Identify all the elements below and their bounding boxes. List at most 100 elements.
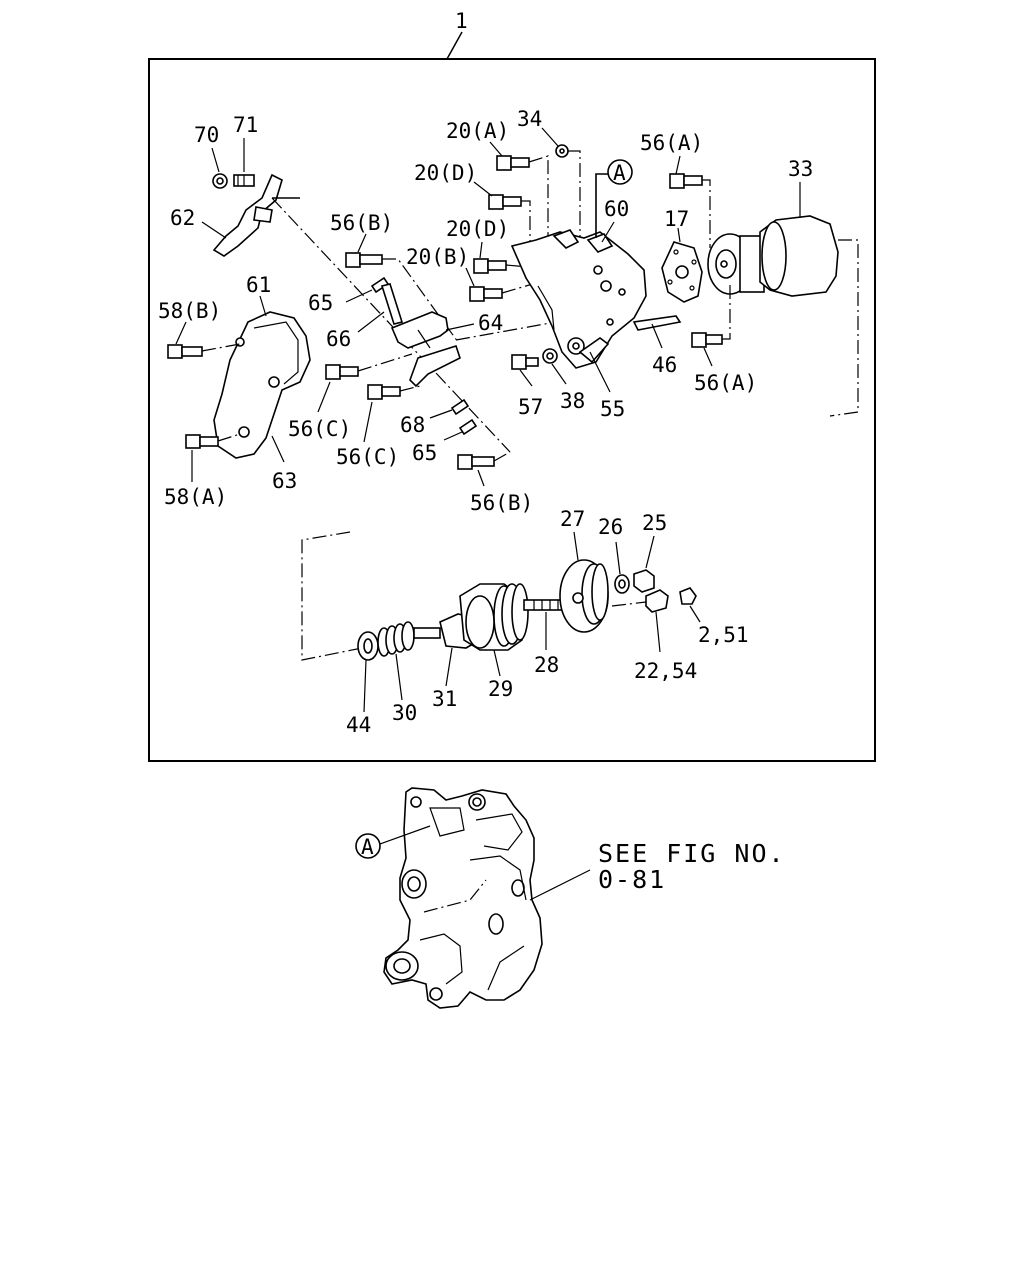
guide-64 [455, 321, 557, 341]
screw-20a [496, 155, 530, 171]
piston-29 [459, 583, 529, 651]
assembly-leader [446, 31, 463, 60]
diaphragm-33 [707, 215, 839, 297]
label-22-54: 22,54 [634, 659, 697, 683]
label-2-51: 2,51 [698, 623, 749, 647]
label-56b-top: 56(B) [330, 211, 393, 235]
guide-20a [528, 155, 549, 248]
label-56a-top: 56(A) [640, 131, 703, 155]
rod-28 [523, 599, 569, 611]
leader-68 [429, 409, 453, 419]
bolt-56a-top [669, 173, 703, 189]
bolt-56c-1 [325, 364, 359, 380]
leader-66 [357, 311, 385, 333]
pin-46 [632, 315, 682, 331]
cover-61 [213, 311, 311, 459]
leader-65-bottom [443, 431, 463, 441]
svg-text:A: A [613, 161, 626, 185]
label-63: 63 [272, 469, 297, 493]
right-connector [829, 239, 859, 417]
washer-26 [614, 574, 630, 594]
screw-71 [233, 174, 255, 187]
guide-bracket [271, 197, 511, 453]
label-30: 30 [392, 701, 417, 725]
leader-62 [201, 221, 227, 239]
label-58b: 58(B) [158, 299, 221, 323]
bolt-58a [185, 434, 219, 449]
clip-34 [555, 144, 569, 158]
spring-65-bottom [458, 418, 478, 436]
leader-57 [519, 369, 533, 387]
leader-2-51 [689, 605, 701, 623]
label-56c-1: 56(C) [288, 417, 351, 441]
leader-27 [573, 531, 579, 561]
cap-2-51 [679, 587, 697, 605]
label-66: 66 [326, 327, 351, 351]
leader-25 [645, 535, 655, 569]
callout-a-bottom: A [355, 825, 431, 859]
guide-56a-bottom [722, 284, 731, 340]
leader-56b-bottom [477, 469, 485, 487]
ring-44 [357, 631, 379, 661]
pin-66 [380, 283, 404, 325]
left-connector [301, 531, 363, 661]
pin-68 [450, 398, 470, 416]
leader-56c-2 [363, 401, 373, 443]
guide-56b-bottom [493, 451, 511, 462]
nut-70 [212, 173, 228, 189]
label-62: 62 [170, 206, 195, 230]
leader-30 [395, 653, 403, 701]
label-57: 57 [518, 395, 543, 419]
leader-46 [651, 323, 663, 349]
washer-38 [542, 348, 558, 364]
leader-44 [363, 659, 367, 713]
bolt-56c-2 [367, 384, 401, 400]
leader-61 [259, 295, 267, 317]
label-60: 60 [604, 197, 629, 221]
bolt-56b-top [345, 252, 383, 268]
label-70: 70 [194, 123, 219, 147]
guide-58b [201, 343, 241, 352]
leader-56b-top [357, 233, 367, 253]
guide-56c-1 [357, 353, 413, 372]
nut-25 [633, 569, 655, 593]
leader-20d-1 [473, 181, 493, 197]
leader-55 [589, 351, 611, 393]
label-68: 68 [400, 413, 425, 437]
gasket-17 [661, 241, 703, 303]
leader-58b [175, 321, 187, 345]
label-58a: 58(A) [164, 485, 227, 509]
label-61: 61 [246, 273, 271, 297]
label-33: 33 [788, 157, 813, 181]
bolt-56b-bottom [457, 454, 495, 470]
label-65-top: 65 [308, 291, 333, 315]
bracket-62 [212, 173, 283, 257]
label-56c-2: 56(C) [336, 445, 399, 469]
leader-17 [677, 227, 681, 243]
label-38: 38 [560, 389, 585, 413]
reference-leader [529, 869, 591, 901]
callout-a-top: A [595, 159, 633, 238]
label-71: 71 [233, 113, 258, 137]
leader-34 [541, 127, 559, 147]
label-20b: 20(B) [406, 245, 469, 269]
label-28: 28 [534, 653, 559, 677]
screw-20b [469, 286, 503, 302]
fitting-22-54 [645, 589, 669, 613]
reference-line-1: SEE FIG NO. [598, 839, 786, 868]
label-20d-2: 20(D) [446, 217, 509, 241]
bracket-55 [578, 337, 610, 364]
bolt-56a-bottom [691, 332, 723, 348]
label-56b-bottom: 56(B) [470, 491, 533, 515]
spring-30 [377, 621, 415, 657]
leader-70 [211, 147, 220, 173]
label-29: 29 [488, 677, 513, 701]
reference-line-2: 0-81 [598, 865, 666, 894]
leader-20b [465, 267, 475, 287]
leader-63 [271, 435, 285, 463]
leader-64 [445, 323, 475, 331]
guide-56c-2 [399, 385, 421, 392]
leader-38 [551, 363, 567, 385]
bolt-57 [511, 354, 539, 370]
bolt-58b [167, 344, 203, 359]
